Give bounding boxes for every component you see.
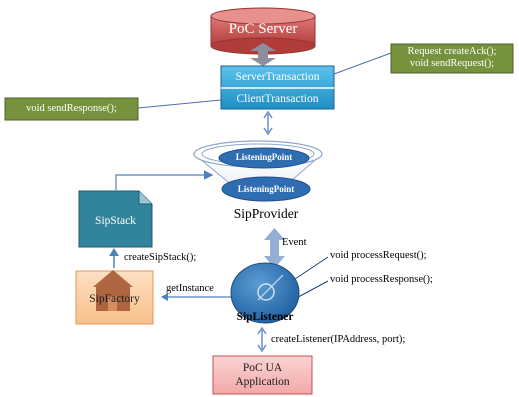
event-arrow (264, 228, 285, 268)
listening-point-bottom-label: ListeningPoint (237, 184, 295, 194)
siplistener-node (230, 262, 300, 324)
create-listener-label: createListener(IPAddress, port); (271, 334, 406, 345)
sipfactory-label: SipFactory (89, 293, 140, 305)
request-note-box (390, 43, 514, 74)
transaction-provider-arrow (263, 110, 273, 136)
poc-ua-label-line1: PoC UA (242, 362, 283, 374)
get-instance-label: getInstance (166, 283, 214, 294)
stack-provider-connector (115, 170, 214, 190)
server-transaction-link (250, 43, 276, 66)
response-note-box (4, 97, 139, 121)
process-response-label: void processResponse(); (330, 274, 433, 285)
siplistener-label: SipListener (236, 311, 294, 323)
poc-ua-application-node (212, 355, 313, 395)
server-transaction-label: ServerTransaction (235, 71, 320, 83)
factory-stack-arrow (109, 248, 119, 268)
poc-server-label: PoC Server (228, 21, 298, 37)
request-note-line2: void sendRequest(); (409, 58, 495, 69)
poc-ua-label-line2: Application (235, 376, 290, 388)
sipstack-label: SipStack (95, 215, 136, 227)
process-request-label: void processRequest(); (330, 250, 427, 261)
listening-point-top-label: ListeningPoint (235, 152, 293, 162)
listener-app-arrow (257, 326, 267, 353)
request-note-connector (333, 52, 392, 75)
sipfactory-node (75, 270, 154, 325)
response-note-connector (137, 99, 222, 109)
client-transaction-label: ClientTransaction (236, 93, 319, 105)
event-label: Event (282, 237, 307, 248)
listener-factory-arrow (161, 293, 231, 301)
response-note-label: void sendResponse(); (26, 103, 117, 114)
request-note-line1: Request createAck(); (407, 46, 497, 57)
create-sipstack-label: createSipStack(); (124, 252, 197, 263)
sip-provider-funnel (192, 140, 324, 202)
transactions-box (220, 65, 335, 110)
sipstack-node (78, 190, 153, 248)
sipprovider-label: SipProvider (233, 206, 299, 221)
